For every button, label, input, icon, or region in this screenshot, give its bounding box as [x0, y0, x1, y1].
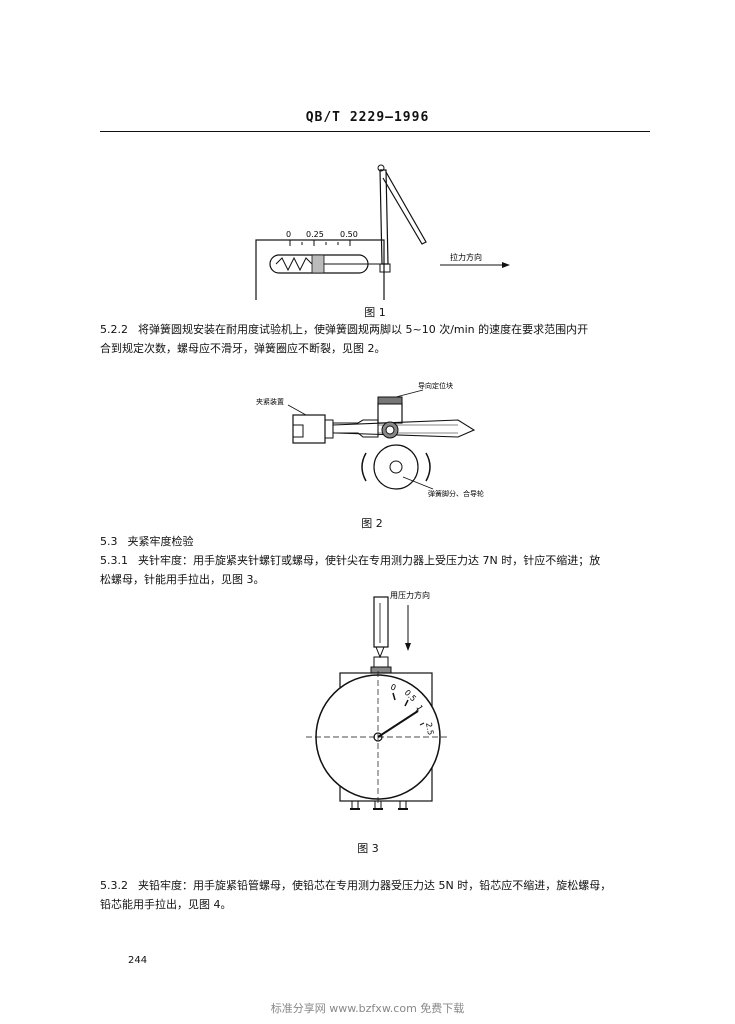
- guide-wheel-label: 弹簧脚分、合导轮: [428, 489, 484, 498]
- para-number: 5.3.1: [100, 554, 128, 567]
- page-number: 244: [128, 955, 148, 966]
- paragraph-5-3-2: 5.3.2 夹铅牢度：用手旋紧铅管螺母，使铅芯在专用测力器受压力达 5N 时，铅芯…: [100, 876, 660, 914]
- dial-label-0: 0: [389, 682, 397, 692]
- guide-block: [377, 402, 403, 424]
- clamp-body: [292, 414, 326, 444]
- compass-leg-2: [382, 171, 427, 245]
- pull-direction-label: 拉力方向: [450, 252, 482, 262]
- figure-1-caption: 图 1: [364, 306, 386, 319]
- figure-3: 用压力方向 0 0.5 1 2.5: [306, 590, 450, 810]
- para-line-2: 合到规定次数，螺母应不滑牙，弹簧圈应不断裂，见图 2。: [100, 342, 386, 355]
- para-line-1: 夹铅牢度：用手旋紧铅管螺母，使铅芯在专用测力器受压力达 5N 时，铅芯应不缩进，…: [138, 879, 612, 892]
- dial-label-1: 1: [414, 704, 424, 713]
- guide-block-label: 导向定位块: [418, 381, 453, 390]
- figure-3-caption: 图 3: [357, 842, 379, 855]
- para-line-2: 松螺母，针能用手拉出，见图 3。: [100, 573, 265, 586]
- needle-holder: [373, 596, 389, 648]
- paragraph-5-3-1: 5.3.1 夹针牢度：用手旋紧夹针螺钉或螺母，使针尖在专用测力器上受压力达 7N …: [100, 551, 660, 589]
- section-5-3-heading: 5.3 夹紧牢度检验: [100, 533, 194, 549]
- gauge-body: [255, 239, 385, 300]
- scale-label-0: 0: [286, 230, 291, 239]
- para-line-1: 将弹簧圆规安装在耐用度试验机上，使弹簧圆规两脚以 5~10 次/min 的速度在…: [138, 323, 589, 336]
- header-rule: [100, 131, 650, 132]
- paragraph-5-2-2: 5.2.2 将弹簧圆规安装在耐用度试验机上，使弹簧圆规两脚以 5~10 次/min…: [100, 320, 660, 358]
- watermark-footer: 标准分享网 www.bzfxw.com 免费下载: [270, 1002, 465, 1015]
- section-title: 夹紧牢度检验: [127, 535, 194, 548]
- dial-label-25: 2.5: [424, 722, 435, 736]
- compass-leg: [332, 419, 476, 438]
- clamp-label: 夹紧装置: [256, 397, 284, 406]
- para-line-1: 夹针牢度：用手旋紧夹针螺钉或螺母，使针尖在专用测力器上受压力达 7N 时，针应不…: [138, 554, 601, 567]
- gauge-slider: [311, 254, 325, 274]
- dial-needle: [377, 710, 419, 738]
- guide-wheel: [373, 444, 419, 490]
- para-number: 5.3.2: [100, 879, 128, 892]
- force-direction-label: 用压力方向: [390, 590, 430, 600]
- scale-label-025: 0.25: [306, 230, 324, 239]
- figure-1: 0 0.25 0.50 拉力方向: [255, 164, 510, 300]
- page-header: QB/T 2229—1996: [305, 110, 430, 125]
- para-number: 5.2.2: [100, 323, 128, 336]
- figure-2-caption: 图 2: [361, 517, 383, 530]
- figure-2: 夹紧装置 导向定位块 弹簧脚分、合导轮: [256, 381, 484, 498]
- section-number: 5.3: [100, 535, 118, 548]
- scale-label-050: 0.50: [340, 230, 358, 239]
- para-line-2: 铅芯能用手拉出，见图 4。: [100, 898, 232, 911]
- gauge-spring: [275, 256, 313, 272]
